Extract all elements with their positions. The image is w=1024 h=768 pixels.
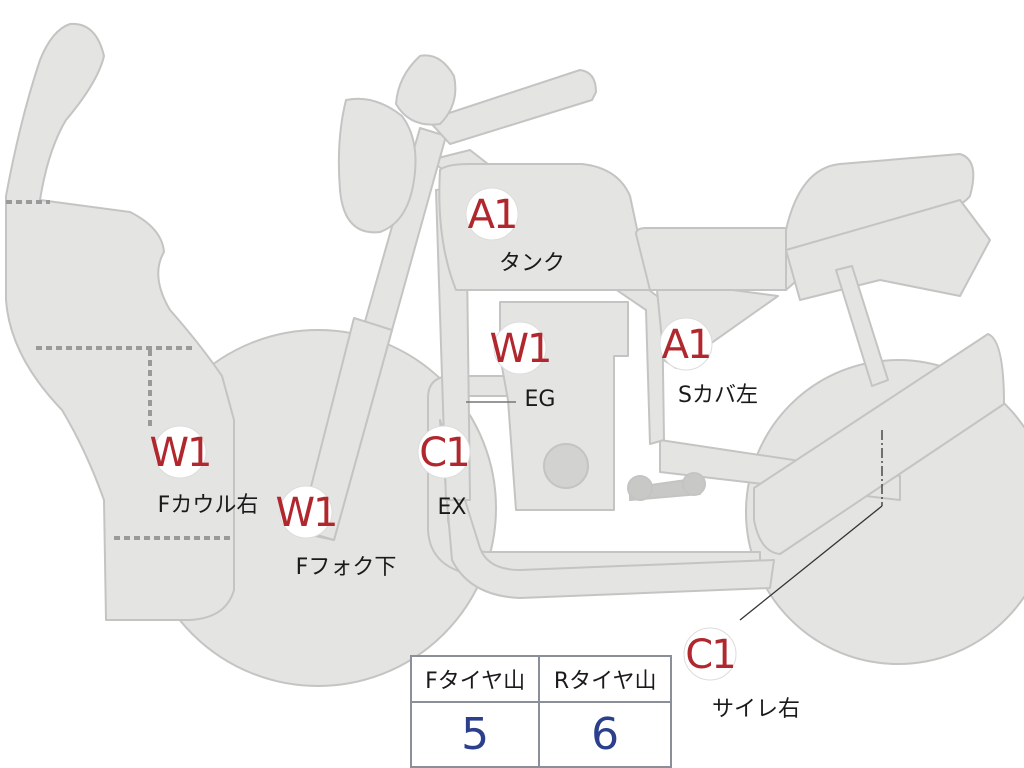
label-side-cover-left: Sカバ左 — [678, 383, 758, 408]
label-silencer-right: サイレ右 — [712, 697, 800, 722]
marker-side-cover-left: A1 Sカバ左 — [659, 317, 758, 408]
tread-header-row: Fタイヤ山 Rタイヤ山 — [409, 655, 672, 703]
footpeg-knob — [627, 475, 653, 501]
label-front-cowl-right: Fカウル右 — [158, 493, 259, 518]
marker-engine: W1 EG — [490, 321, 556, 412]
handlebar — [427, 69, 597, 145]
label-front-fork-lower: Fフォク下 — [296, 555, 397, 580]
mirror — [395, 54, 457, 126]
footpeg-knob-end — [682, 472, 706, 496]
seat-front — [635, 227, 787, 291]
grade-side-cover-left: A1 — [662, 322, 711, 368]
marker-exhaust: C1 EX — [417, 425, 471, 520]
front-cowl — [5, 22, 235, 621]
rear-tread-value: 6 — [538, 701, 672, 768]
rear-shock — [835, 265, 889, 387]
grade-exhaust: C1 — [419, 430, 468, 476]
silencer — [753, 333, 1005, 555]
marker-front-cowl-right: W1 Fカウル右 — [150, 425, 259, 518]
grade-silencer-right: C1 — [685, 632, 734, 678]
tread-value-row: 5 6 — [409, 701, 672, 768]
tire-tread-table: Fタイヤ山 Rタイヤ山 5 6 — [409, 655, 672, 768]
label-exhaust: EX — [438, 495, 467, 520]
marker-front-fork-lower: W1 Fフォク下 — [276, 485, 397, 580]
silencer-leader-diagonal — [739, 505, 883, 621]
fork-lower-sleeve — [299, 317, 393, 541]
front-tread-value: 5 — [409, 701, 541, 768]
label-engine: EG — [525, 387, 556, 412]
marker-silencer-right: C1 サイレ右 — [683, 627, 800, 722]
grade-tank: A1 — [468, 192, 517, 238]
marker-tank: A1 タンク — [465, 187, 565, 276]
grade-front-cowl-right: W1 — [150, 430, 211, 476]
grade-engine: W1 — [490, 326, 551, 372]
grade-front-fork-lower: W1 — [276, 490, 337, 536]
label-tank: タンク — [499, 251, 565, 276]
rear-tread-header: Rタイヤ山 — [538, 655, 672, 703]
front-tread-header: Fタイヤ山 — [409, 655, 541, 703]
headlight — [337, 97, 417, 234]
engine-cover — [543, 443, 589, 489]
exhaust-pipe-lower — [439, 419, 775, 599]
